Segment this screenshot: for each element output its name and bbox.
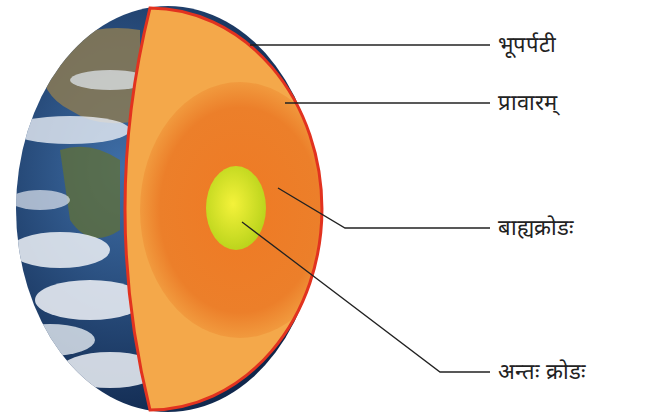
inner-core bbox=[206, 166, 266, 250]
cut-face bbox=[125, 8, 340, 410]
leader-line bbox=[242, 222, 490, 372]
layer-label: भूपर्पटी bbox=[496, 32, 558, 58]
leader-line bbox=[285, 102, 490, 103]
layer-label: अन्तः क्रोडः bbox=[496, 359, 587, 385]
outer-core bbox=[140, 82, 340, 338]
crust-outline bbox=[125, 8, 322, 410]
layer-label: बाह्यक्रोडः bbox=[496, 215, 575, 241]
leader-line bbox=[278, 188, 490, 228]
leader-lines bbox=[242, 45, 490, 372]
layer-label: प्रावारम् bbox=[496, 90, 559, 116]
leader-line bbox=[250, 44, 490, 45]
